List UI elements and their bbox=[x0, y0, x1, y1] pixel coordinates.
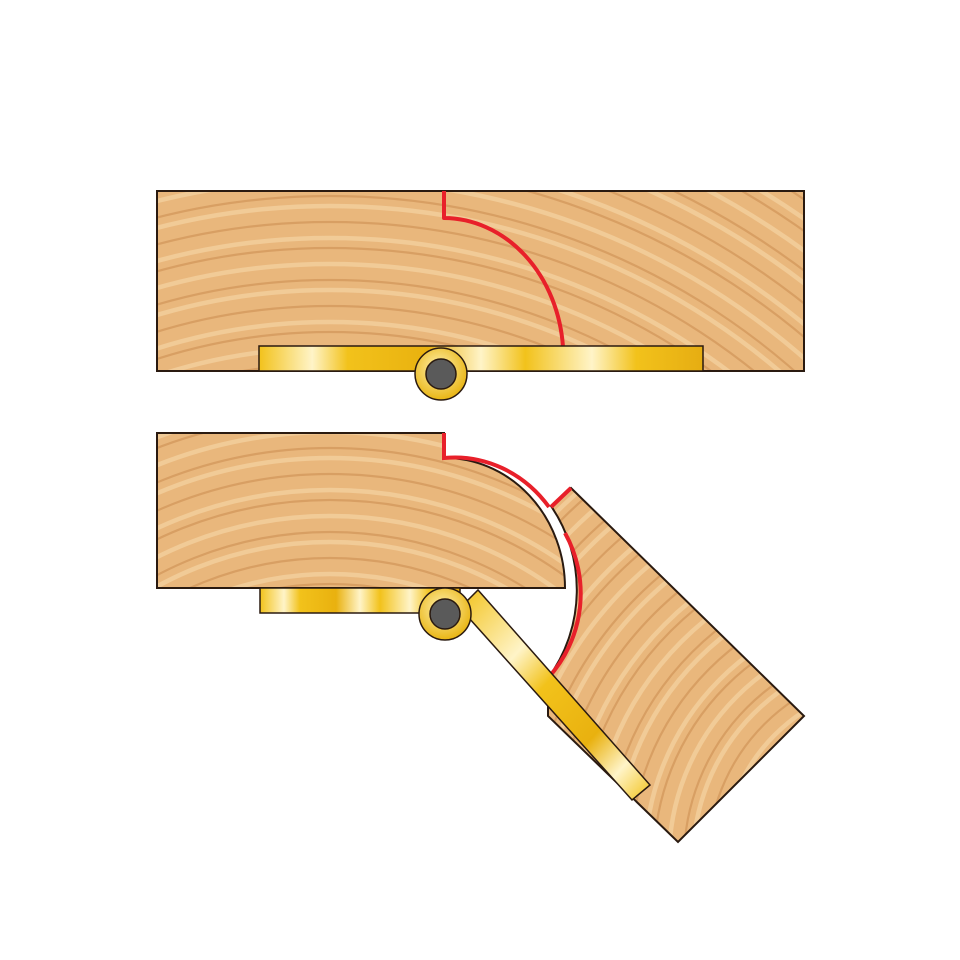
open-right-board bbox=[547, 486, 806, 844]
open-right-profile-line bbox=[546, 486, 583, 680]
closed-profile-line bbox=[442, 191, 565, 348]
closed-joint-assembly bbox=[156, 190, 805, 401]
open-left-profile-line bbox=[442, 433, 551, 509]
closed-board bbox=[156, 190, 805, 372]
open-left-board bbox=[156, 432, 567, 589]
open-joint-assembly bbox=[156, 432, 806, 844]
closed-hinge-leaf bbox=[258, 345, 704, 372]
hinge-pin-icon bbox=[418, 587, 472, 641]
hinge-pin-icon bbox=[414, 347, 468, 401]
open-right-hinge-leaf bbox=[458, 588, 652, 802]
